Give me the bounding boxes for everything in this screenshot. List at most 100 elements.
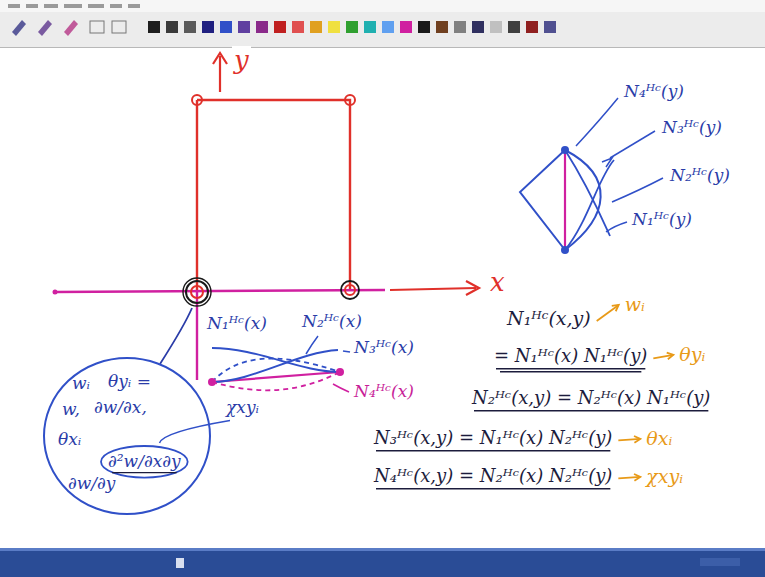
arrow-head bbox=[667, 353, 674, 360]
graph-node bbox=[208, 378, 216, 386]
axis-end bbox=[53, 290, 58, 295]
shape-function-label: N₃ᴴᶜ(y) bbox=[660, 118, 724, 138]
palette-swatch bbox=[184, 21, 196, 33]
node-ring bbox=[341, 281, 359, 299]
menu-item bbox=[88, 4, 104, 8]
color-palette bbox=[148, 21, 556, 33]
shape-curve bbox=[212, 359, 340, 382]
node-ring bbox=[186, 281, 208, 303]
shape-function-label: N₁ᴴᶜ(x) bbox=[205, 314, 269, 334]
menu-item bbox=[44, 4, 58, 8]
shape-function-label: N₁ᴴᶜ(y) bbox=[630, 210, 694, 230]
shape-function-label: N₂ᴴᶜ(y) bbox=[668, 166, 732, 186]
toolbar-ground bbox=[0, 0, 765, 48]
leader-line bbox=[306, 336, 318, 354]
equation: N₃ᴴᶜ(x,y) = N₁ᴴᶜ(x) N₂ᴴᶜ(y) bbox=[372, 428, 614, 449]
dof-term: θyᵢ = bbox=[108, 372, 151, 392]
taskbar-edge bbox=[0, 548, 765, 551]
corner-node bbox=[192, 95, 202, 105]
palette-swatch bbox=[544, 21, 556, 33]
shape-curve bbox=[565, 160, 614, 250]
palette-swatch bbox=[490, 21, 502, 33]
shape-curve bbox=[520, 150, 565, 250]
palette-swatch bbox=[364, 21, 376, 33]
palette-swatch bbox=[310, 21, 322, 33]
palette-swatch bbox=[472, 21, 484, 33]
palette-swatch bbox=[220, 21, 232, 33]
shape-function-label: N₄ᴴᶜ(x) bbox=[352, 382, 416, 402]
taskbar-clock bbox=[700, 558, 740, 566]
dof-annotation: χxyᵢ bbox=[644, 466, 685, 488]
palette-swatch bbox=[292, 21, 304, 33]
menu-item bbox=[26, 4, 38, 8]
shape-curve bbox=[212, 372, 340, 390]
palette-swatch bbox=[238, 21, 250, 33]
menu-item bbox=[8, 4, 20, 8]
arrow-head bbox=[612, 305, 619, 311]
leader-line bbox=[606, 222, 627, 232]
dof-term: θxᵢ bbox=[58, 430, 81, 450]
palette-swatch bbox=[328, 21, 340, 33]
taskbar-icon bbox=[176, 558, 184, 568]
axis-label: x bbox=[488, 268, 507, 298]
underline bbox=[112, 472, 177, 473]
palette-swatch bbox=[166, 21, 178, 33]
taskbar bbox=[0, 548, 765, 577]
y-arrow bbox=[219, 56, 221, 92]
node-ring bbox=[183, 278, 211, 306]
shape-function-label: N₄ᴴᶜ(y) bbox=[622, 82, 686, 102]
dof-bubble: wᵢ θyᵢ = w, ∂w/∂x, θxᵢ ∂w/∂y∂²w/∂x∂y bbox=[42, 356, 212, 516]
arrow-head bbox=[213, 53, 227, 64]
toolbar-border bbox=[0, 47, 765, 48]
equation: N₁ᴴᶜ(x,y) bbox=[505, 308, 593, 330]
menu-items bbox=[8, 4, 140, 8]
equation: = N₁ᴴᶜ(x) N₁ᴴᶜ(y) bbox=[492, 346, 649, 367]
menu-bar bbox=[0, 0, 765, 12]
corner-node bbox=[345, 285, 355, 295]
dof-term: w, bbox=[62, 400, 80, 420]
palette-swatch bbox=[418, 21, 430, 33]
pen-icon bbox=[38, 20, 52, 36]
menu-item bbox=[128, 4, 140, 8]
highlight-circle bbox=[101, 446, 188, 478]
shape-function-label: N₃ᴴᶜ(x) bbox=[352, 338, 416, 358]
menu-item bbox=[64, 4, 82, 8]
underline bbox=[474, 410, 708, 411]
leader-line bbox=[160, 421, 230, 443]
axis-label: y bbox=[232, 46, 251, 76]
graph-node bbox=[561, 146, 569, 154]
y-axis-down bbox=[196, 292, 198, 380]
x-axis bbox=[55, 290, 385, 292]
dof-term: wᵢ bbox=[72, 374, 90, 394]
palette-swatch bbox=[454, 21, 466, 33]
element-line bbox=[564, 150, 566, 250]
palette-swatch bbox=[346, 21, 358, 33]
palette-swatch bbox=[202, 21, 214, 33]
corner-node bbox=[191, 286, 203, 298]
palette-swatch bbox=[256, 21, 268, 33]
palette-swatch bbox=[526, 21, 538, 33]
dof-term: ∂w/∂y bbox=[68, 474, 115, 494]
dof-term: ∂²w/∂x∂y bbox=[108, 452, 181, 472]
dof-term: ∂w/∂x, bbox=[94, 398, 147, 418]
palette-swatch bbox=[274, 21, 286, 33]
pen-icon bbox=[12, 20, 26, 36]
arrow-head bbox=[634, 436, 640, 443]
underline bbox=[500, 371, 641, 372]
leader-line bbox=[612, 178, 663, 202]
arrow-head bbox=[602, 158, 612, 167]
leader-line bbox=[160, 308, 192, 364]
shape-curve bbox=[212, 350, 338, 382]
tool-icon bbox=[90, 21, 104, 33]
pen-icon bbox=[64, 20, 78, 36]
leader-line bbox=[343, 351, 350, 352]
leader-line bbox=[576, 98, 618, 146]
element-rectangle bbox=[197, 100, 350, 290]
equation: N₄ᴴᶜ(x,y) = N₂ᴴᶜ(x) N₂ᴴᶜ(y) bbox=[372, 466, 614, 487]
shape-curve bbox=[565, 150, 601, 250]
graph-node bbox=[561, 246, 569, 254]
menu-item bbox=[110, 4, 122, 8]
arrow-head bbox=[466, 281, 479, 295]
shape-function-label: N₂ᴴᶜ(x) bbox=[300, 312, 364, 332]
